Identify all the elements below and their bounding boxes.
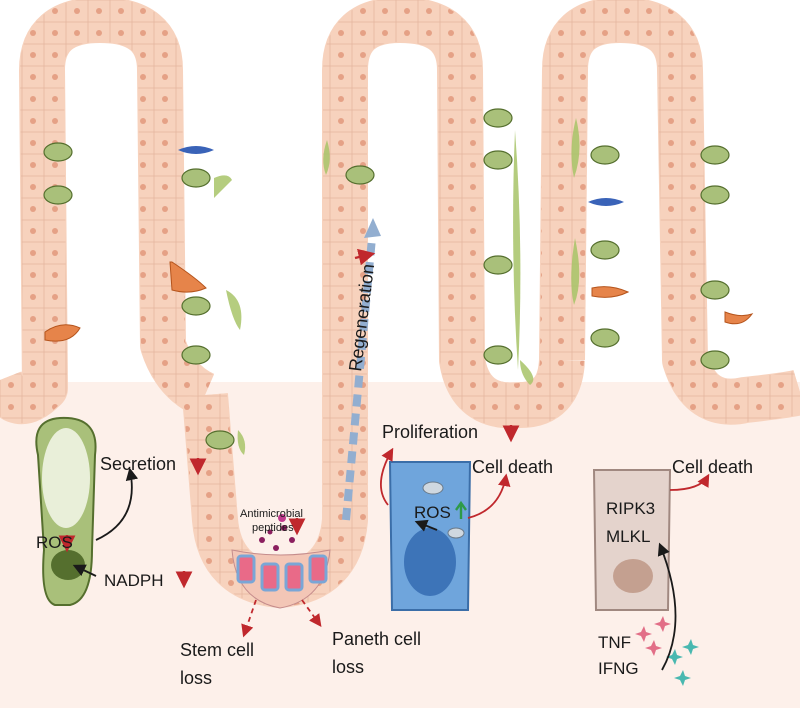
pathway-arrows: [72, 447, 710, 671]
ripk3-label: RIPK3: [606, 499, 655, 518]
goblet-cells-in-epithelium: [43, 108, 730, 450]
villus-1: [0, 0, 216, 424]
change-indicators: [58, 248, 520, 589]
villus-2: [322, 0, 585, 429]
enterocyte-cell-death-label: Cell death: [472, 457, 553, 477]
mlkl-label: MLKL: [606, 527, 650, 546]
ros-goblet-label: ROS: [36, 533, 73, 552]
necroptotic-cell-detail: [592, 469, 672, 611]
mitochondrion: [422, 481, 444, 495]
paneth-cell-loss-label-line2: loss: [332, 657, 364, 677]
paneth-cell-loss-label-line1: Paneth cell: [332, 629, 421, 649]
nadph-label: NADPH: [104, 571, 164, 590]
stem-cell: [308, 554, 328, 584]
goblet-cell-detail: [35, 416, 97, 606]
ifng-molecules: [666, 639, 699, 686]
tnf-molecules: [635, 616, 671, 656]
necroptotic-cell-death-label: Cell death: [672, 457, 753, 477]
enterocyte-detail: [388, 461, 472, 611]
antimicrobial-peptides: [259, 514, 295, 551]
stem-cell: [260, 562, 280, 592]
regeneration-arrow: [342, 218, 381, 521]
antimicrobial-label-line2: peptides: [252, 522, 294, 534]
tuft-cells: [44, 261, 754, 342]
ros-enterocyte-label: ROS: [414, 503, 451, 522]
ifng-label: IFNG: [598, 659, 639, 678]
secretion-label: Secretion: [100, 454, 176, 474]
enteroendocrine-cells: [178, 146, 624, 206]
mucus-streaks: [214, 118, 580, 455]
regeneration-decrease-arrow: [354, 248, 376, 266]
stem-cell: [284, 562, 304, 592]
tnf-label: TNF: [598, 633, 631, 652]
mitochondrion: [447, 527, 465, 539]
crypt-base: [231, 514, 331, 609]
stem-cell: [236, 554, 256, 584]
stem-cell-loss-label-line2: loss: [180, 668, 212, 688]
proliferation-label: Proliferation: [382, 422, 478, 442]
antimicrobial-label-line1: Antimicrobial: [240, 508, 303, 520]
stem-cell-loss-label-line1: Stem cell: [180, 640, 254, 660]
villus-3: [539, 0, 800, 425]
